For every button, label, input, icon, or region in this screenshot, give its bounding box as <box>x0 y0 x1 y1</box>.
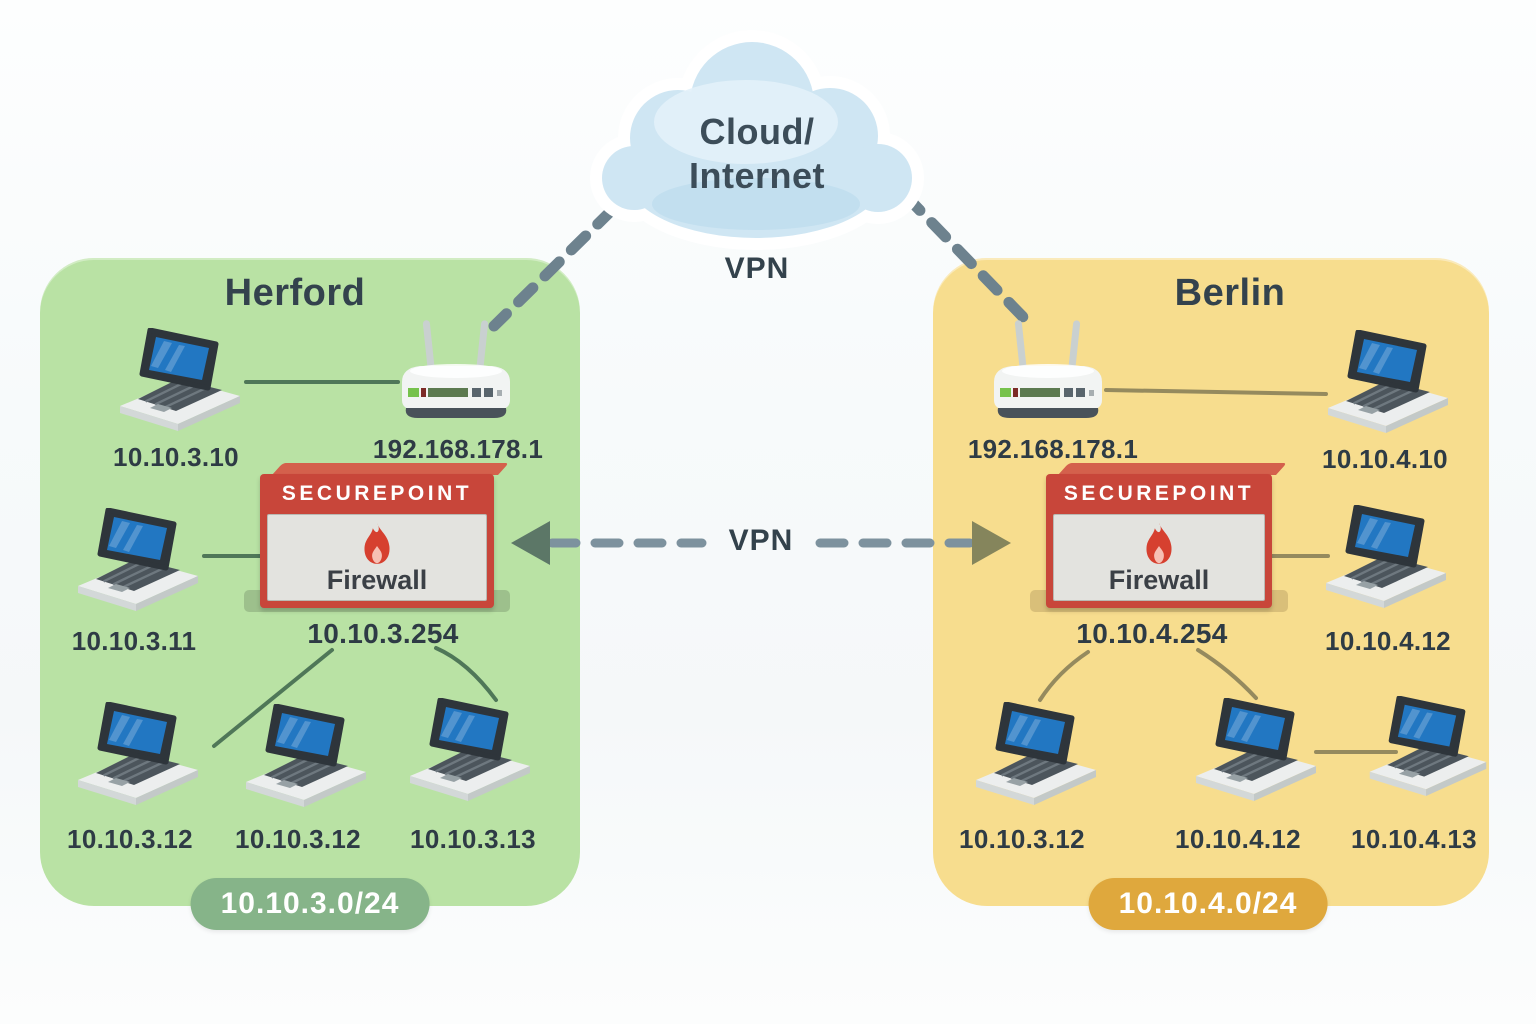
router-icon <box>986 316 1110 420</box>
router-icon <box>394 316 518 420</box>
firewall-brand-label: SECUREPOINT <box>281 482 473 505</box>
vpn-arrowhead-left-icon <box>511 521 550 565</box>
laptop-icon <box>1320 330 1456 436</box>
laptop-icon <box>1362 696 1494 799</box>
device-ip-label: 10.10.3.10 <box>113 442 239 472</box>
cloud-label-line1: Cloud/ <box>699 111 815 152</box>
herford-link-firewall-lanb3 <box>434 646 498 702</box>
subnet-badge-herford: 10.10.3.0/24 <box>190 878 430 930</box>
device-ip-label: 10.10.3.12 <box>67 824 193 854</box>
device-ip-label: 10.10.4.13 <box>1351 824 1477 854</box>
laptop-icon <box>112 328 248 434</box>
flame-icon <box>356 520 398 568</box>
cloud-link-berlin-dashed-line <box>900 190 1030 324</box>
firewall-ip-label: 10.10.4.254 <box>1076 618 1228 649</box>
cloud-link-herford-dashed-line <box>488 204 618 332</box>
device-ip-label: 10.10.3.13 <box>410 824 536 854</box>
site-title-herford: Herford <box>224 272 366 314</box>
vpn-arrowhead-right-icon <box>972 521 1011 565</box>
device-ip-label: 10.10.3.12 <box>235 824 361 854</box>
cloud-label-line2: Internet <box>688 155 826 196</box>
cloud-label: Cloud/ Internet <box>689 110 825 198</box>
site-to-site-vpn-label: VPN <box>728 524 794 557</box>
laptop-icon <box>238 704 374 810</box>
device-ip-label: 10.10.4.12 <box>1175 824 1301 854</box>
device-ip-label: 10.10.3.11 <box>71 626 197 656</box>
berlin-link-firewall-lanb2 <box>1196 648 1258 700</box>
firewall-ip-label: 10.10.3.254 <box>307 618 459 649</box>
firewall-brand-label: SECUREPOINT <box>1063 482 1255 505</box>
laptop-icon <box>1188 698 1324 804</box>
router-ip-label: 192.168.178.1 <box>967 434 1139 464</box>
router-ip-label: 192.168.178.1 <box>372 434 544 464</box>
firewall-appliance-herford: SECUREPOINT Firewall <box>244 463 510 612</box>
firewall-appliance-berlin: SECUREPOINT Firewall <box>1030 463 1288 612</box>
laptop-icon <box>70 702 206 808</box>
firewall-label: Firewall <box>1108 564 1210 595</box>
laptop-icon <box>402 698 538 804</box>
device-ip-label: 10.10.4.12 <box>1325 626 1451 656</box>
firewall-label: Firewall <box>326 564 428 595</box>
subnet-badge-berlin: 10.10.4.0/24 <box>1088 878 1328 930</box>
laptop-icon <box>1318 505 1454 611</box>
flame-icon <box>1138 520 1180 568</box>
berlin-link-firewall-lanb1 <box>1038 650 1090 702</box>
laptop-icon <box>70 508 206 614</box>
site-title-berlin: Berlin <box>1174 272 1286 314</box>
cloud-icon <box>590 30 924 250</box>
device-ip-label: 10.10.3.12 <box>959 824 1085 854</box>
laptop-icon <box>968 702 1104 808</box>
cloud-vpn-label: VPN <box>724 252 790 285</box>
berlin-link-router-laptop <box>1104 388 1328 396</box>
herford-link-firewall-lanb1 <box>212 648 334 748</box>
device-ip-label: 10.10.4.10 <box>1322 444 1448 474</box>
